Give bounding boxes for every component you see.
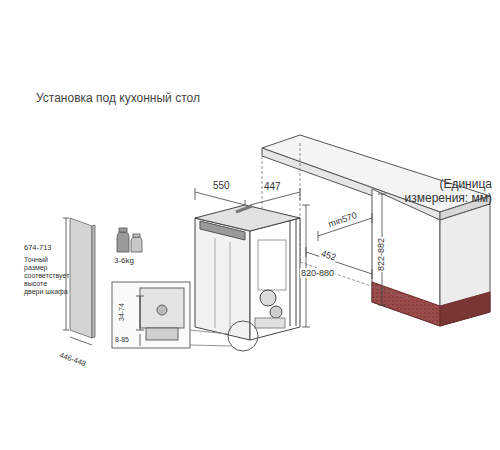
dimension-label: 822-882 [376,237,386,272]
dimension-label: 550 [212,180,231,192]
dimension-label: 674-713 [24,244,52,253]
dimension-label: 446-448 [57,351,88,369]
diagram-title: Установка под кухонный стол [36,92,200,106]
dimension-label: 452 [319,248,338,263]
zoom-detail [112,282,232,348]
panel-note: Точный размер соответствует высоте двери… [24,256,68,296]
dishwasher [195,205,300,351]
unit-note: (Единица измерения: мм) [384,178,492,206]
dimension-label: 447 [263,181,282,193]
dimension-label: 820-880 [300,268,335,278]
kitchen-counter [262,135,490,326]
weight-icon [117,228,142,252]
dimension-label: 34-74 [118,302,126,322]
dimension-label: min570 [326,210,359,230]
weight-label: 3-6kg [114,256,134,265]
dimension-label: 8-85 [114,336,130,344]
door-panel [63,218,95,345]
